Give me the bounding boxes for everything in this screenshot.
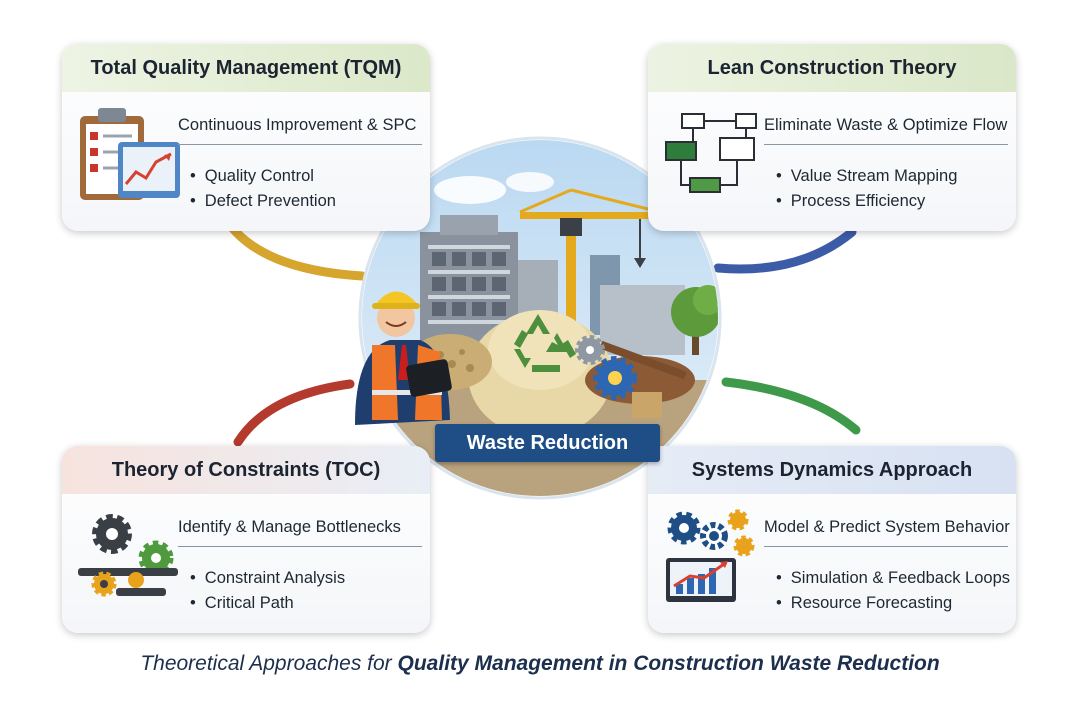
- gears-chart-icon: [666, 509, 755, 602]
- worker-figure: [355, 291, 452, 425]
- card-toc: Theory of Constraints (TOC) Identify & M…: [62, 446, 430, 633]
- card-systems-dynamics: Systems Dynamics Approach Model & Predic…: [648, 446, 1016, 633]
- list-item: Defect Prevention: [190, 189, 336, 214]
- card-systems-dynamics-bullets: Simulation & Feedback Loops Resource For…: [776, 566, 1010, 616]
- card-lean-subtitle: Eliminate Waste & Optimize Flow: [764, 116, 1008, 145]
- connector-arc-lean: [713, 227, 857, 274]
- list-item: Process Efficiency: [776, 189, 957, 214]
- card-lean-bullets: Value Stream Mapping Process Efficiency: [776, 164, 958, 214]
- list-item: Constraint Analysis: [190, 566, 345, 591]
- flowchart-icon: [665, 113, 757, 193]
- list-item: Critical Path: [190, 591, 345, 616]
- footer-emphasis: Quality Management in Construction Waste…: [397, 652, 940, 675]
- card-tqm-title: Total Quality Management (TQM): [62, 44, 430, 92]
- card-lean: Lean Construction Theory Eliminate Waste…: [648, 44, 1016, 231]
- footer-caption: Theoretical Approaches for Quality Manag…: [0, 652, 1080, 676]
- connector-arc-tqm: [225, 220, 367, 281]
- card-toc-bullets: Constraint Analysis Critical Path: [190, 566, 345, 616]
- scene-gear-icon: [575, 335, 637, 400]
- connector-arc-toc: [233, 379, 355, 447]
- list-item: Value Stream Mapping: [776, 164, 958, 189]
- gears-conveyor-icon: [78, 514, 178, 597]
- list-item: Simulation & Feedback Loops: [776, 566, 1010, 591]
- card-tqm-bullets: Quality Control Defect Prevention: [190, 164, 336, 214]
- list-item: Quality Control: [190, 164, 336, 189]
- recycle-icon: [514, 314, 576, 372]
- card-systems-dynamics-subtitle: Model & Predict System Behavior: [764, 518, 1010, 547]
- connector-arc-sd: [721, 377, 861, 435]
- card-lean-title: Lean Construction Theory: [648, 44, 1016, 92]
- list-item: Resource Forecasting: [776, 591, 1010, 616]
- card-toc-title: Theory of Constraints (TOC): [62, 446, 430, 494]
- card-systems-dynamics-title: Systems Dynamics Approach: [648, 446, 1016, 494]
- card-tqm: Total Quality Management (TQM) Continuou…: [62, 44, 430, 231]
- clipboard-chart-icon: [80, 108, 180, 200]
- footer-prefix: Theoretical Approaches for: [140, 652, 398, 675]
- card-tqm-subtitle: Continuous Improvement & SPC: [178, 116, 422, 145]
- card-toc-subtitle: Identify & Manage Bottlenecks: [178, 518, 422, 547]
- center-banner: Waste Reduction: [435, 424, 660, 462]
